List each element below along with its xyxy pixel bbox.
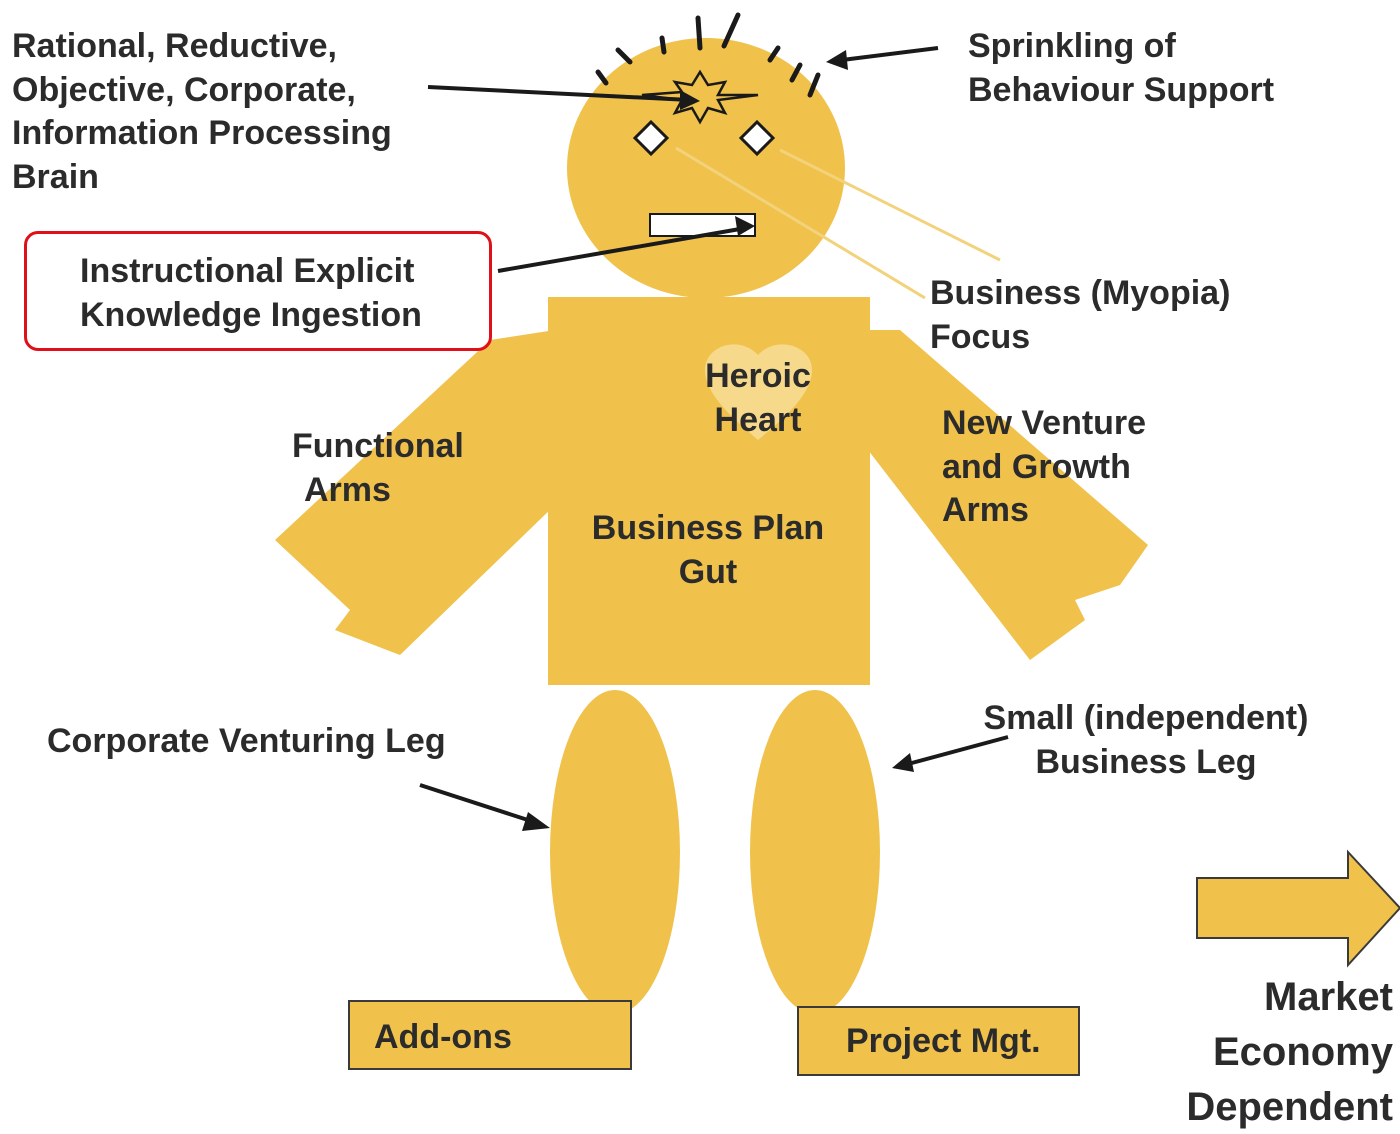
left-eye xyxy=(632,119,670,157)
market-label-line: Market xyxy=(1264,975,1393,1019)
left-foot-box xyxy=(348,1000,632,1070)
growth-arms-label-line: and Growth xyxy=(942,447,1131,486)
focus-label: Business (Myopia) Focus xyxy=(930,272,1230,359)
corporate-leg-label: Corporate Venturing Leg xyxy=(47,722,446,760)
right-foot-label: Project Mgt. xyxy=(846,1022,1041,1060)
heart-label-line: Heroic xyxy=(705,357,811,395)
growth-arms-label-line: New Venture xyxy=(942,404,1147,442)
ingestion-label-line: Knowledge Ingestion xyxy=(80,295,422,334)
growth-arms-label-line: Arms xyxy=(942,491,1029,530)
left-arm xyxy=(275,330,555,655)
market-label-line: Economy xyxy=(1212,1030,1393,1075)
right-leg xyxy=(750,690,880,1014)
left-foot-label: Add-ons xyxy=(374,1018,512,1056)
growth-arms-label: New Venture and Growth Arms xyxy=(942,402,1146,533)
heart-label: Heroic Heart xyxy=(678,355,838,442)
focus-lines xyxy=(675,146,1001,300)
right-eye xyxy=(738,119,776,157)
hair-label: Sprinkling of Behaviour Support xyxy=(968,25,1274,112)
brain-label-line: Brain xyxy=(12,157,99,196)
hair-strands xyxy=(595,12,821,98)
small-leg-label-line: Small (independent) xyxy=(983,699,1309,737)
head xyxy=(567,38,845,298)
focus-label-line: Business (Myopia) xyxy=(930,274,1231,312)
small-leg-label-line: Business Leg xyxy=(1035,742,1257,781)
annotation-arrows xyxy=(419,46,1009,831)
right-foot-box xyxy=(797,1006,1080,1076)
ingestion-label-line: Instructional Explicit xyxy=(80,252,415,290)
functional-arms-label-line: Arms xyxy=(304,470,391,509)
brain-star-icon xyxy=(641,69,759,125)
market-arrow-icon xyxy=(1196,849,1400,968)
brain-label: Rational, Reductive, Objective, Corporat… xyxy=(12,25,392,199)
gut-label-line: Business Plan xyxy=(591,509,825,547)
heart-label-line: Heart xyxy=(714,400,802,439)
functional-arms-label: Functional Arms xyxy=(292,425,464,512)
brain-label-line: Objective, Corporate, xyxy=(12,70,356,109)
small-leg-label: Small (independent) Business Leg xyxy=(946,697,1346,784)
right-arm xyxy=(868,330,1148,660)
market-label-line: Dependent xyxy=(1186,1085,1393,1130)
gut-label-line: Gut xyxy=(678,552,738,591)
hair-label-line: Sprinkling of xyxy=(968,27,1176,65)
focus-label-line: Focus xyxy=(930,317,1031,356)
gut-label: Business Plan Gut xyxy=(560,507,856,594)
market-label: Market Economy Dependent xyxy=(1110,970,1393,1134)
ingestion-label: Instructional Explicit Knowledge Ingesti… xyxy=(80,250,422,337)
hair-label-line: Behaviour Support xyxy=(968,70,1275,109)
functional-arms-label-line: Functional xyxy=(292,427,464,465)
ingestion-highlight-box xyxy=(24,231,492,351)
heart-shape xyxy=(705,344,812,440)
left-leg xyxy=(550,690,680,1014)
brain-label-line: Rational, Reductive, xyxy=(12,27,337,65)
brain-label-line: Information Processing xyxy=(12,114,392,153)
